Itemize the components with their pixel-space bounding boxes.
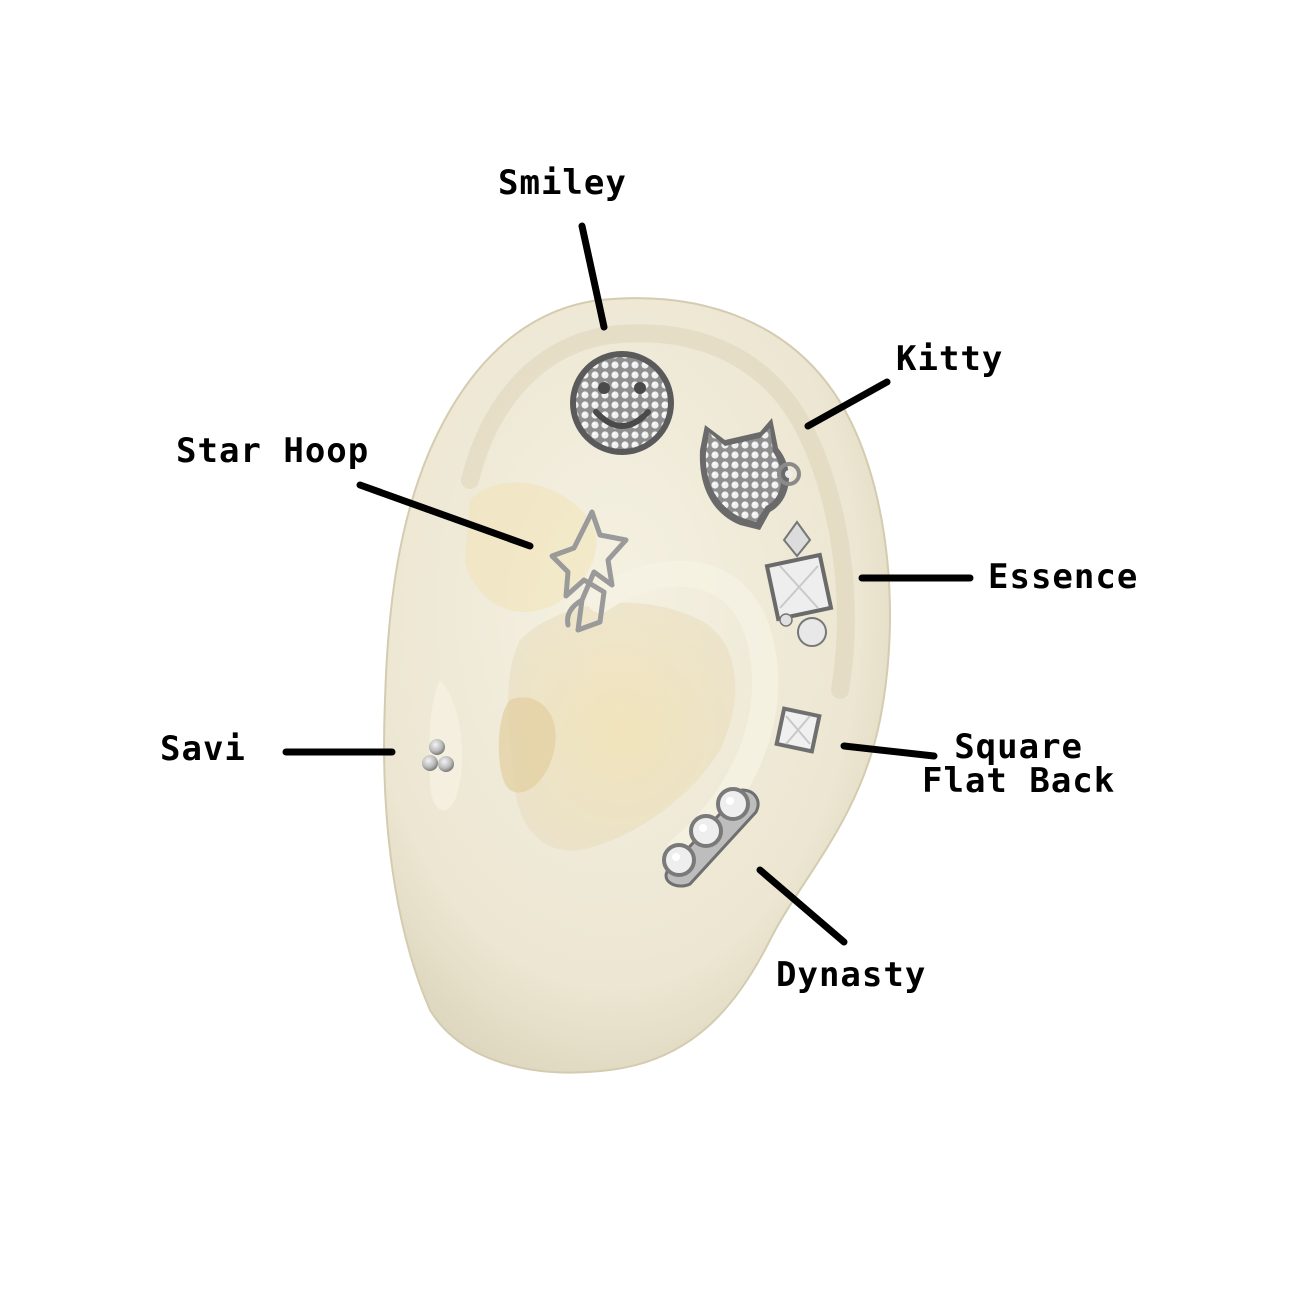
essence-earring: [764, 520, 834, 647]
kitty-earring: [699, 418, 801, 530]
tragus: [429, 680, 463, 811]
dynasty-earring: [662, 787, 760, 888]
label-smiley: Smiley: [498, 163, 627, 203]
ear-canal: [498, 697, 556, 793]
smiley-pointer: [578, 222, 608, 331]
smiley-earring: [570, 351, 674, 455]
label-square-flat-back-line-1: Square: [954, 727, 1084, 767]
concha: [508, 602, 736, 851]
label-kitty: Kitty: [896, 339, 1004, 379]
kitty-pointer: [804, 378, 891, 430]
label-savi: Savi: [160, 729, 246, 769]
label-essence: Essence: [988, 557, 1139, 597]
dynasty-pointer: [756, 866, 848, 946]
square-flat-back-earring: [774, 706, 822, 754]
label-dynasty: Dynasty: [776, 955, 927, 995]
label-square-flat-back-line-2: Flat Back: [922, 761, 1116, 801]
star-hoop-pointer: [356, 481, 534, 550]
savi-earring: [422, 739, 454, 772]
helix-rim: [461, 324, 855, 699]
label-square-flat-back: Square Flat Back: [922, 730, 1115, 798]
square-flat-back-pointer: [840, 742, 938, 760]
star-hoop-earring: [549, 509, 629, 633]
label-star-hoop: Star Hoop: [176, 431, 370, 471]
